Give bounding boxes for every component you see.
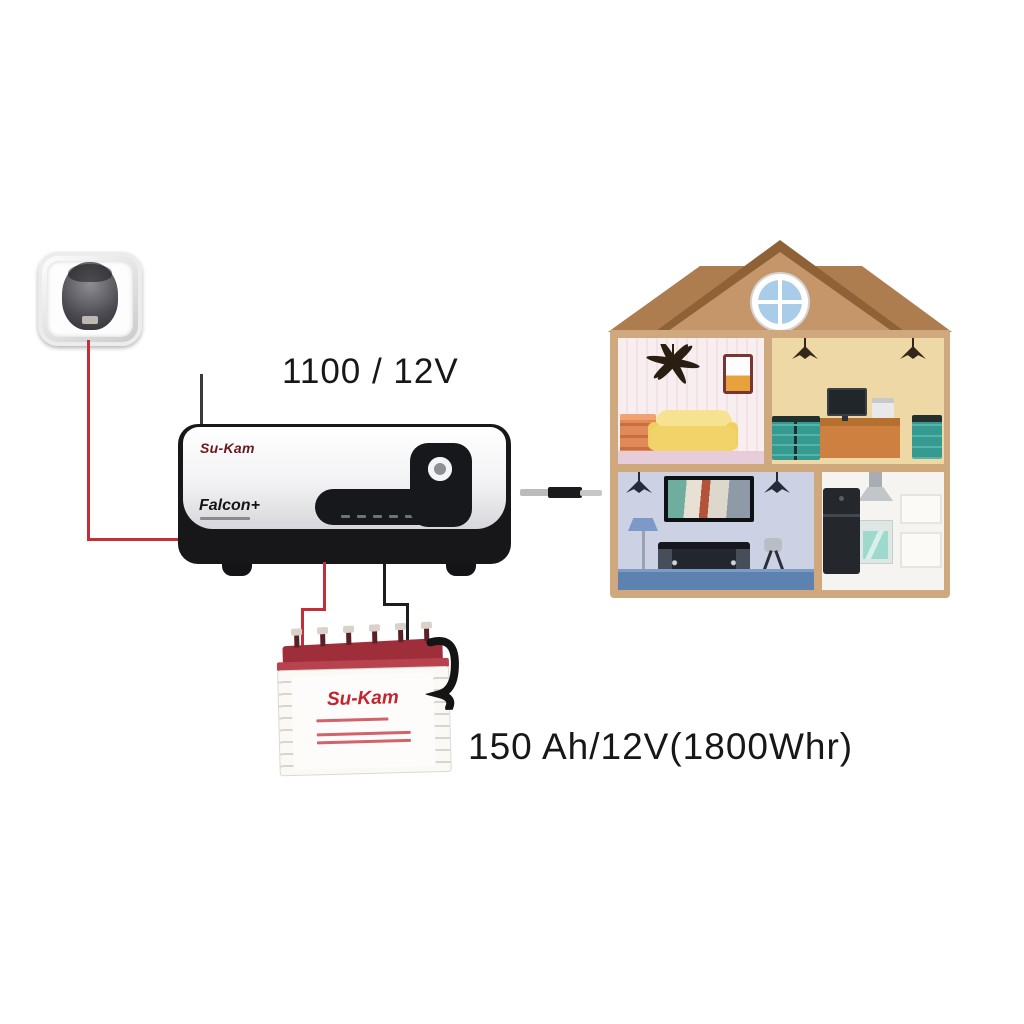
- pendant-lamp-icon: [626, 472, 652, 494]
- printer-icon: [872, 398, 894, 418]
- battery-wire-negative: [383, 564, 386, 606]
- ac-output-cable-segment: [520, 489, 550, 496]
- battery-terminal-cap: [420, 621, 433, 630]
- room-office: [772, 338, 944, 464]
- battery-front-label: Su-Kam: [291, 672, 436, 770]
- house-illustration: [600, 238, 960, 602]
- plug-port: [82, 316, 98, 324]
- floor-lamp-icon: [628, 518, 658, 531]
- power-button-icon: [428, 457, 452, 481]
- storage-cart-icon: [912, 415, 942, 459]
- room-kitchen: [822, 472, 944, 590]
- file-cabinet-icon: [772, 416, 820, 460]
- cabinet-hint: [900, 532, 942, 568]
- battery-wire-positive: [323, 562, 326, 610]
- pendant-lamp-icon: [764, 472, 790, 494]
- inverter-brand-logo: Su-Kam: [200, 440, 255, 456]
- battery-terminal-cap: [394, 622, 407, 631]
- inverter-foot-right: [446, 564, 476, 576]
- window-muntin: [758, 300, 802, 304]
- monitor-stand: [842, 416, 848, 421]
- range-hood-icon: [858, 487, 893, 501]
- battery-fine-print: [316, 730, 411, 737]
- inverter-tagline: [200, 517, 250, 520]
- stool-icon: [764, 538, 782, 552]
- pendant-lamp-icon: [900, 338, 926, 360]
- desk-icon: [820, 418, 900, 458]
- floor-lamp-pole: [642, 531, 645, 571]
- computer-monitor-icon: [827, 388, 867, 416]
- battery-fine-print: [316, 717, 389, 723]
- refrigerator-icon: [823, 488, 860, 574]
- bedroom-floor: [618, 451, 764, 464]
- battery-brand-logo: Su-Kam: [326, 687, 399, 711]
- round-attic-window-icon: [752, 274, 808, 330]
- inverter-unit: Su-Kam Falcon+: [178, 424, 511, 576]
- pendant-lamp-icon: [792, 338, 818, 360]
- battery-terminal-cap: [316, 626, 329, 635]
- battery-wire-positive: [301, 608, 304, 648]
- battery-wire-negative: [406, 603, 409, 641]
- antenna: [200, 374, 203, 428]
- battery-unit: Su-Kam: [276, 621, 460, 783]
- control-panel-riser: [410, 443, 472, 527]
- battery-spec-label: 150 Ah/12V(1800Whr): [468, 726, 854, 767]
- wall-socket: [38, 252, 142, 346]
- fridge-logo-dot: [839, 496, 844, 501]
- battery-terminal-cap: [342, 625, 355, 634]
- kitchen-counter-icon: [858, 520, 893, 564]
- media-console-icon: [658, 542, 750, 574]
- picture-frame-icon: [723, 354, 753, 394]
- inverter-foot-left: [222, 564, 252, 576]
- room-living: [618, 472, 814, 590]
- wall-tv-icon: [664, 476, 754, 522]
- inverter-front-panel: Su-Kam Falcon+: [183, 427, 506, 529]
- house-body: [610, 330, 950, 598]
- battery-terminal-cap: [368, 624, 381, 632]
- inverter-model-label: Falcon+: [199, 497, 260, 514]
- battery-handle-icon: [424, 637, 459, 711]
- ac-input-wire-horizontal: [87, 538, 181, 541]
- battery-wire-positive: [301, 608, 326, 611]
- inverter-spec-label: 1100 / 12V: [282, 352, 459, 391]
- ac-output-cable-connector: [548, 487, 582, 498]
- ceiling-fan-icon: [646, 344, 700, 384]
- ac-output-cable-segment: [580, 490, 602, 496]
- sofa-icon: [650, 426, 736, 452]
- tv-screen: [668, 480, 750, 518]
- ac-input-wire-vertical: [87, 340, 90, 540]
- plug-cap: [68, 264, 112, 282]
- range-hood-duct: [869, 472, 882, 487]
- battery-terminal-cap: [290, 628, 303, 636]
- power-plug-icon: [62, 262, 118, 330]
- living-room-floor: [618, 569, 814, 590]
- dishwasher-window: [863, 531, 888, 559]
- room-bedroom: [618, 338, 764, 464]
- cabinet-hint: [900, 494, 942, 524]
- battery-fine-print: [316, 738, 411, 745]
- battery-wire-negative: [383, 603, 409, 606]
